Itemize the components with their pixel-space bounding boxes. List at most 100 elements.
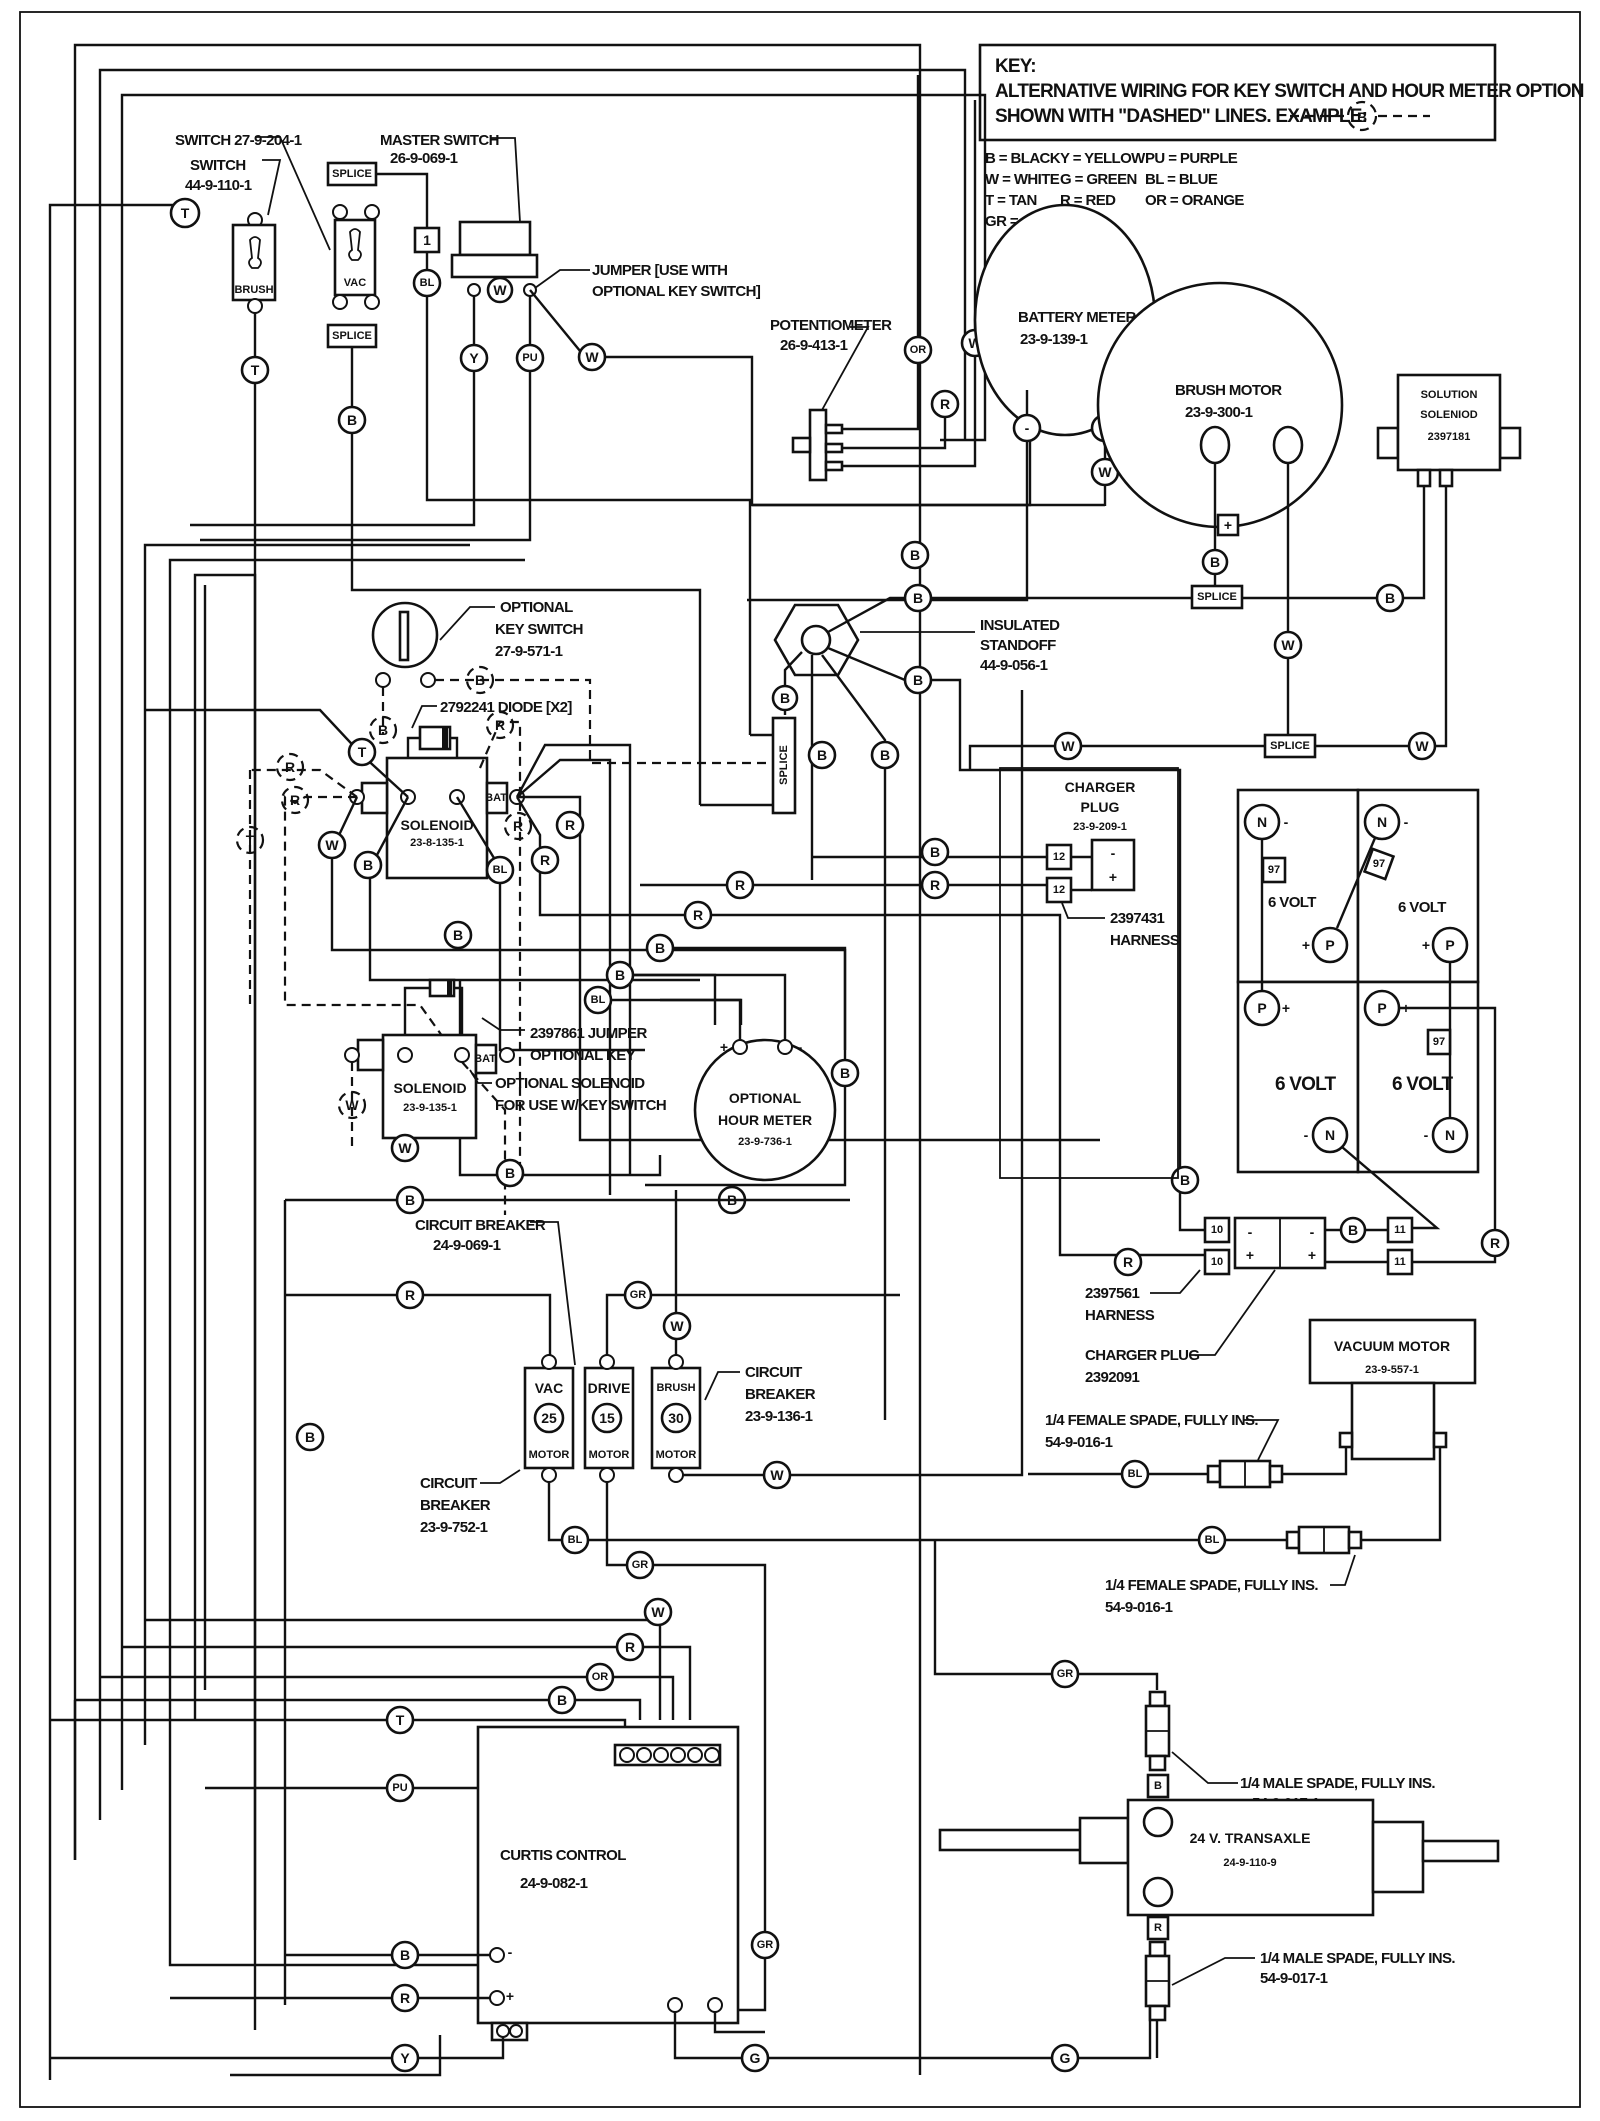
battery-minus: - <box>1025 420 1030 436</box>
wire-tag-w: W <box>1415 738 1429 754</box>
minus-label: - <box>1310 1224 1315 1240</box>
charger1-part: 23-9-209-1 <box>1073 821 1127 833</box>
wire-tag-r-dashed: R <box>290 792 300 808</box>
plus-label: + <box>1422 937 1430 953</box>
pin-12: 12 <box>1053 851 1065 863</box>
wire-tag-b: B <box>930 844 940 860</box>
plus-label: + <box>1246 1247 1254 1263</box>
female-spade-part: 54-9-016-1 <box>1105 1599 1173 1616</box>
wire-tag-or: OR <box>592 1671 609 1683</box>
wire-tag-pu: PU <box>522 352 537 364</box>
key-legend: KEY: ALTERNATIVE WIRING FOR KEY SWITCH A… <box>978 43 1585 230</box>
splice-label: SPLICE <box>332 330 372 342</box>
hour-meter-part: 23-9-736-1 <box>738 1136 792 1148</box>
breaker-brush-top: BRUSH <box>656 1382 695 1394</box>
battery-neg: N <box>1257 814 1267 830</box>
page-frame <box>19 11 1581 2108</box>
wire-tag-bl: BL <box>493 864 508 876</box>
breaker-vac-top: VAC <box>535 1380 564 1396</box>
curtis-label: CURTIS CONTROL <box>500 1847 626 1864</box>
wire-tag-gr: GR <box>757 1939 774 1951</box>
harness2-label: HARNESS <box>1085 1307 1155 1324</box>
hour-meter-minus: - <box>798 1039 803 1055</box>
curtis-part: 24-9-082-1 <box>520 1875 588 1892</box>
wire-tag-w: W <box>1098 464 1112 480</box>
wire-tag-w: W <box>585 349 599 365</box>
key-example-tag: B <box>1357 109 1367 125</box>
minus-label: - <box>1248 1224 1253 1240</box>
wire-tag-r: R <box>940 396 950 412</box>
minus-label: - <box>1111 845 1116 861</box>
wire-tag-w: W <box>651 1604 665 1620</box>
breaker-drive-bottom: MOTOR <box>589 1449 630 1461</box>
male-spade-part: 54-9-017-1 <box>1260 1970 1328 1987</box>
solenoid-2: B B B BL B R BAT. SOLENOID 23-9-135-1 W <box>337 900 847 1215</box>
battery-label: 6 VOLT <box>1275 1074 1336 1095</box>
wire-tag-b: B <box>347 412 357 428</box>
wire-tag-b: B <box>910 547 920 563</box>
code-yellow: Y = YELLOW <box>1060 150 1146 167</box>
solenoid-label-2: SOLENIOD <box>1420 409 1478 421</box>
vacuum-motor-label: VACUUM MOTOR <box>1334 1338 1450 1354</box>
female-spade-part: 54-9-016-1 <box>1045 1434 1113 1451</box>
wire-tag-b: B <box>1385 590 1395 606</box>
wire-tag-r-dashed: R <box>495 717 505 733</box>
vacuum-motor-part: 23-9-557-1 <box>1365 1364 1419 1376</box>
female-spade-label: 1/4 FEMALE SPADE, FULLY INS. <box>1045 1412 1258 1429</box>
keyswitch-label-2: KEY SWITCH <box>495 621 583 638</box>
master-switch-part: 26-9-069-1 <box>390 150 458 167</box>
wire-tag-r-dashed: R <box>513 818 523 834</box>
pin-11: 11 <box>1394 1256 1406 1268</box>
wire-tag-w: W <box>493 282 507 298</box>
charger-plug-1: CHARGER PLUG 23-9-209-1 12 12 - + B R R … <box>640 767 1210 1257</box>
harness1-part: 2397431 <box>1110 910 1164 927</box>
breaker-drive-rating: 15 <box>599 1410 615 1426</box>
circuit-breakers: CIRCUIT BREAKER 24-9-069-1 B B R GR W VA… <box>283 690 1024 2012</box>
wire-tag-bl: BL <box>1128 1468 1143 1480</box>
wire-tag-bl: BL <box>420 277 435 289</box>
wire-tag-w: W <box>770 1467 784 1483</box>
brush-switch-part: 44-9-110-1 <box>185 177 252 194</box>
wire-tag-b: B <box>305 1429 315 1445</box>
female-spade-label: 1/4 FEMALE SPADE, FULLY INS. <box>1105 1577 1318 1594</box>
battery-neg: N <box>1325 1127 1335 1143</box>
link-97: 97 <box>1373 858 1385 870</box>
brush-switch-label: SWITCH <box>190 157 246 174</box>
brush-motor-part: 23-9-300-1 <box>1185 404 1253 421</box>
wire-tag-b: B <box>505 1165 515 1181</box>
battery-meter-part: 23-9-139-1 <box>1020 331 1088 348</box>
vac-switch-face: VAC <box>344 277 366 289</box>
battery-pos: P <box>1377 1000 1386 1016</box>
wire-tag-r: R <box>735 877 745 893</box>
male-spade-label: 1/4 MALE SPADE, FULLY INS. <box>1240 1775 1435 1792</box>
charger2-label: CHARGER PLUG <box>1085 1347 1199 1364</box>
opt-solenoid-label-1: OPTIONAL SOLENOID <box>495 1075 645 1092</box>
wire-tag-b-dashed: B <box>378 722 388 738</box>
vac-switch: SPLICE VAC SPLICE B 1 BL <box>326 161 752 805</box>
wire-tag-r-dashed: R <box>285 759 295 775</box>
pin-1-label: 1 <box>423 232 431 248</box>
optional-key-switch: OPTIONAL KEY SWITCH 27-9-571-1 B B <box>368 599 773 765</box>
battery-meter-label: BATTERY METER <box>1018 309 1137 326</box>
breaker-vac-rating: 25 <box>541 1410 557 1426</box>
brush-switch-face: BRUSH <box>234 284 273 296</box>
hour-meter-label-2: HOUR METER <box>718 1112 812 1128</box>
wire-tag-b: B <box>817 747 827 763</box>
wire-tag-r: R <box>540 852 550 868</box>
minus-label: - <box>1284 814 1289 830</box>
plus-label: + <box>1302 937 1310 953</box>
wire-tag-or: OR <box>910 344 927 356</box>
solenoid-part: 2397181 <box>1428 431 1471 443</box>
jumper2-label-2: OPTIONAL KEY <box>530 1047 636 1064</box>
wire-tag-b: B <box>1154 1780 1162 1792</box>
battery-neg: N <box>1377 814 1387 830</box>
minus-label: - <box>1304 1127 1309 1143</box>
potentiometer: POTENTIOMETER 26-9-413-1 OR R W <box>770 75 990 482</box>
hour-meter-label-1: OPTIONAL <box>729 1090 802 1106</box>
cb-top-part: 24-9-069-1 <box>433 1237 501 1254</box>
wire-tag-r: R <box>930 877 940 893</box>
transaxle-label: 24 V. TRANSAXLE <box>1190 1830 1311 1846</box>
left-bus-wires <box>48 43 987 2080</box>
wire-tag-gr: GR <box>1057 1668 1074 1680</box>
minus-label: - <box>1404 814 1409 830</box>
